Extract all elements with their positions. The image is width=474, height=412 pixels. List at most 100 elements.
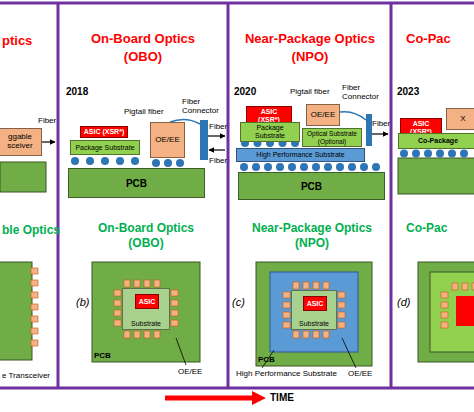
solder-ball xyxy=(116,157,124,165)
package-substrate: Package Substrate xyxy=(240,122,300,142)
solder-ball xyxy=(288,163,296,171)
oe-ee-module xyxy=(31,280,38,286)
oe-ee-module xyxy=(144,331,150,338)
oe-ee-module xyxy=(31,328,38,334)
oe-ee-module xyxy=(134,331,140,338)
node-text: ASIC (XSR*) xyxy=(84,128,124,136)
oe-ee-module xyxy=(283,302,290,308)
oe-ee-module xyxy=(154,280,160,287)
part-label: High Performance Substrate xyxy=(236,370,337,379)
oe-ee-module xyxy=(293,282,299,289)
oe-ee-module xyxy=(31,304,38,310)
oe-ee-module xyxy=(283,312,290,318)
view-title: Co-Pac xyxy=(406,222,447,235)
oe-ee-module: OE/EE xyxy=(150,122,185,158)
pluggable-transceiver: ggable sceiver xyxy=(0,128,42,156)
node-text: PCB xyxy=(301,181,322,192)
year-label: 2018 xyxy=(66,86,88,97)
solder-ball xyxy=(252,163,260,171)
asic-top-view: ASIC xyxy=(303,296,327,311)
oe-ee-module xyxy=(323,282,329,289)
leader-line xyxy=(176,338,186,365)
node-text: Substrate xyxy=(299,320,329,328)
fiber-arrow xyxy=(209,149,225,150)
oe-ee-module xyxy=(124,331,130,338)
oe-ee-module xyxy=(283,322,290,328)
oe-ee-module xyxy=(31,292,38,298)
substrate-top-view: SubstrateASIC xyxy=(122,288,170,330)
solder-ball xyxy=(412,150,420,158)
solder-ball xyxy=(101,157,109,165)
oe-ee-module xyxy=(134,280,140,287)
oe-ee-module xyxy=(313,282,319,289)
solder-ball xyxy=(312,163,320,171)
leader-line xyxy=(342,338,356,368)
fiber-label: Fiber xyxy=(38,117,56,126)
view-title: Near-Package Optics xyxy=(252,222,372,235)
oe-ee-module xyxy=(171,300,178,306)
oe-ee-module xyxy=(338,312,345,318)
co-package-top xyxy=(430,272,474,352)
oe-ee-module xyxy=(303,282,309,289)
fiber-label: Fiber xyxy=(209,157,227,166)
oe-ee-module xyxy=(124,280,130,287)
frame-line xyxy=(0,387,474,390)
pcb-board: PCB xyxy=(68,168,205,198)
node-text: PCB xyxy=(94,352,111,361)
oe-ee-module xyxy=(303,331,309,338)
oe-ee-module xyxy=(472,283,474,290)
fiber-arrow xyxy=(42,141,55,142)
solder-ball xyxy=(436,150,444,158)
oe-ee-module xyxy=(441,292,448,298)
column-title: (NPO) xyxy=(292,50,329,64)
oe-ee-module xyxy=(313,331,319,338)
pigtail-label: Pigtail fiber xyxy=(124,108,164,117)
view-title: On-Board Optics xyxy=(98,222,194,235)
column-title: Near-Package Optics xyxy=(245,32,375,46)
pcb-slab xyxy=(0,162,46,192)
oe-ee-module xyxy=(31,316,38,322)
oe-ee-module xyxy=(452,283,458,290)
frame-line xyxy=(0,2,474,5)
pcb-top-view: PCBSubstrateASIC xyxy=(256,262,372,366)
oe-ee-module xyxy=(31,340,38,346)
column-title: (OBO) xyxy=(124,50,162,64)
solder-ball xyxy=(324,163,332,171)
substrate-top-view: Substrate ASIC xyxy=(291,290,337,330)
asic-top xyxy=(456,296,474,326)
pcb-slab xyxy=(398,158,474,194)
node-text: ASIC xyxy=(139,298,156,306)
pcb-top xyxy=(418,262,474,362)
node-text: Package Substrate xyxy=(243,124,297,139)
optical-substrate: Optical Substrate (Optional) xyxy=(302,128,362,147)
solder-ball xyxy=(372,163,380,171)
solder-ball xyxy=(240,163,248,171)
part-label: e Transceiver xyxy=(2,372,50,381)
solder-ball xyxy=(336,163,344,171)
view-title: (NPO) xyxy=(295,237,329,250)
panel-letter: (b) xyxy=(76,296,89,308)
oe-ee-module: X xyxy=(446,108,474,130)
fiber-connector xyxy=(366,114,372,146)
panel-letter: (d) xyxy=(397,296,410,308)
oe-ee-module xyxy=(114,320,121,326)
connector-label: Fiber Connector xyxy=(182,98,224,116)
solder-ball xyxy=(164,159,172,167)
oe-ee-module xyxy=(441,322,448,328)
oe-ee-module xyxy=(441,312,448,318)
time-arrow xyxy=(165,396,253,401)
oe-ee-module xyxy=(338,292,345,298)
solder-ball xyxy=(300,163,308,171)
node-text: Optical Substrate (Optional) xyxy=(305,130,359,144)
oe-ee-module xyxy=(114,300,121,306)
fiber-arrow xyxy=(372,133,388,134)
oe-ee-module xyxy=(283,292,290,298)
asic-top-view: ASIC xyxy=(135,294,159,309)
node-text: PCB xyxy=(126,178,147,189)
solder-ball xyxy=(152,159,160,167)
oe-ee-module xyxy=(144,280,150,287)
node-text: X xyxy=(460,115,465,124)
oe-ee-module xyxy=(293,331,299,338)
